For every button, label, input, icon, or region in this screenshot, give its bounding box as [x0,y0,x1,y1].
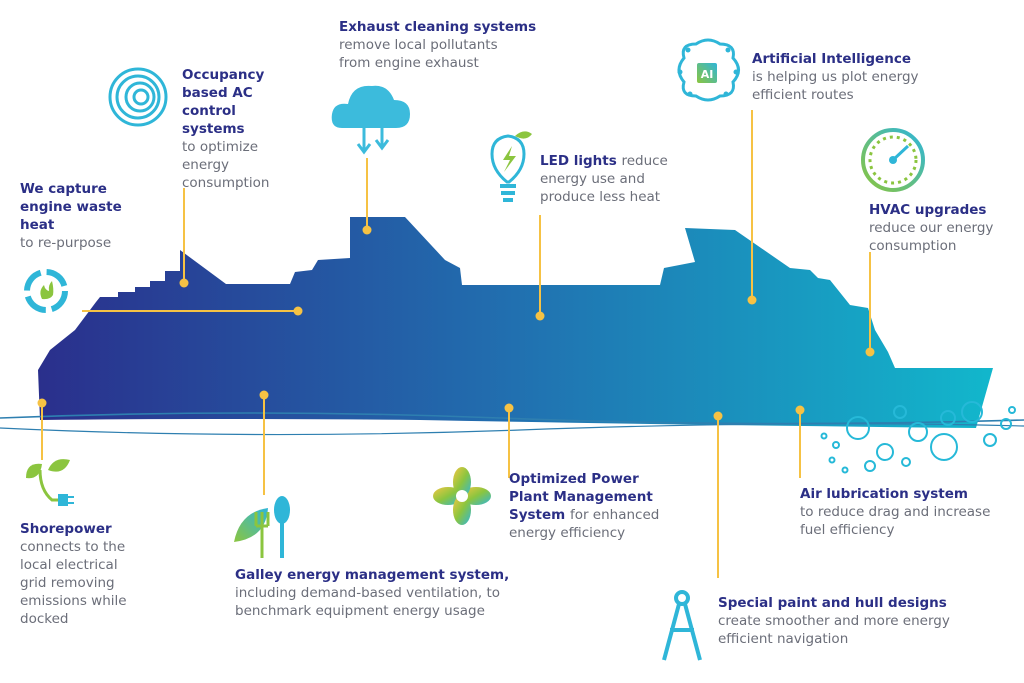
plug-leaf-icon [26,459,74,506]
utensils-leaf-icon [234,496,290,558]
callout-air-lubrication: Air lubrication system to reduce drag an… [800,485,1010,539]
callout-text: to reduce drag and increase fuel efficie… [800,504,991,538]
callout-shorepower: Shorepower connects to the local electri… [20,520,145,628]
callout-hvac: HVAC upgrades reduce our energy consumpt… [869,201,1019,255]
callout-text: reduce energy use and produce less heat [540,153,668,205]
callout-text: to optimize energy consumption [182,139,270,191]
callout-title: Air lubrication system [800,486,968,502]
connector-dots [37,225,875,421]
callout-led: LED lights reduce energy use and produce… [540,152,680,206]
swirl-icon [108,67,168,127]
callout-text: remove local pollutants from engine exha… [339,37,498,71]
callout-exhaust: Exhaust cleaning systems remove local po… [339,18,539,72]
water-line [0,423,1024,436]
propeller-icon [433,467,491,525]
callout-text: to re-purpose [20,235,112,251]
callout-paint: Special paint and hull designs create sm… [718,594,978,648]
callout-text: connects to the local electrical grid re… [20,539,127,627]
callout-text: reduce our energy consumption [869,220,994,254]
callout-galley: Galley energy management system, includi… [235,566,535,620]
callout-title: Artificial Intelligence [752,51,911,67]
ship-hull [38,217,993,428]
callout-power-plant: Optimized Power Plant Management System … [509,470,669,542]
bubbles-icon [820,401,1016,474]
callout-text: for enhanced energy efficiency [509,507,660,541]
recycle-flame-icon [24,269,68,313]
callout-occupancy-ac: Occupancy based AC control systems to op… [182,66,317,192]
svg-text:AI: AI [701,68,714,81]
ai-brain-icon: AI [677,38,740,102]
callout-ai: Artificial Intelligence is helping us pl… [752,50,942,104]
cloud-arrows-icon [331,85,410,155]
callout-title: Optimized Power Plant Management System [509,471,653,523]
callout-title: Exhaust cleaning systems [339,19,537,35]
callout-title: We capture engine waste heat [20,181,122,233]
gauge-icon [861,128,925,192]
callout-waste-heat: We capture engine waste heat to re-purpo… [20,180,160,252]
callout-title: Special paint and hull designs [718,595,947,611]
callout-text: create smoother and more energy efficien… [718,613,950,647]
callout-title: HVAC upgrades [869,202,987,218]
callout-title: Occupancy based AC control systems [182,67,265,137]
compass-icon [662,590,702,661]
callout-title: Galley energy management system, [235,567,510,583]
lightbulb-icon [490,131,532,202]
callout-text: including demand-based ventilation, to b… [235,585,501,619]
connector-lines [41,110,871,578]
callout-title: LED lights [540,153,622,169]
callout-title: Shorepower [20,521,112,537]
callout-text: is helping us plot energy efficient rout… [752,69,919,103]
